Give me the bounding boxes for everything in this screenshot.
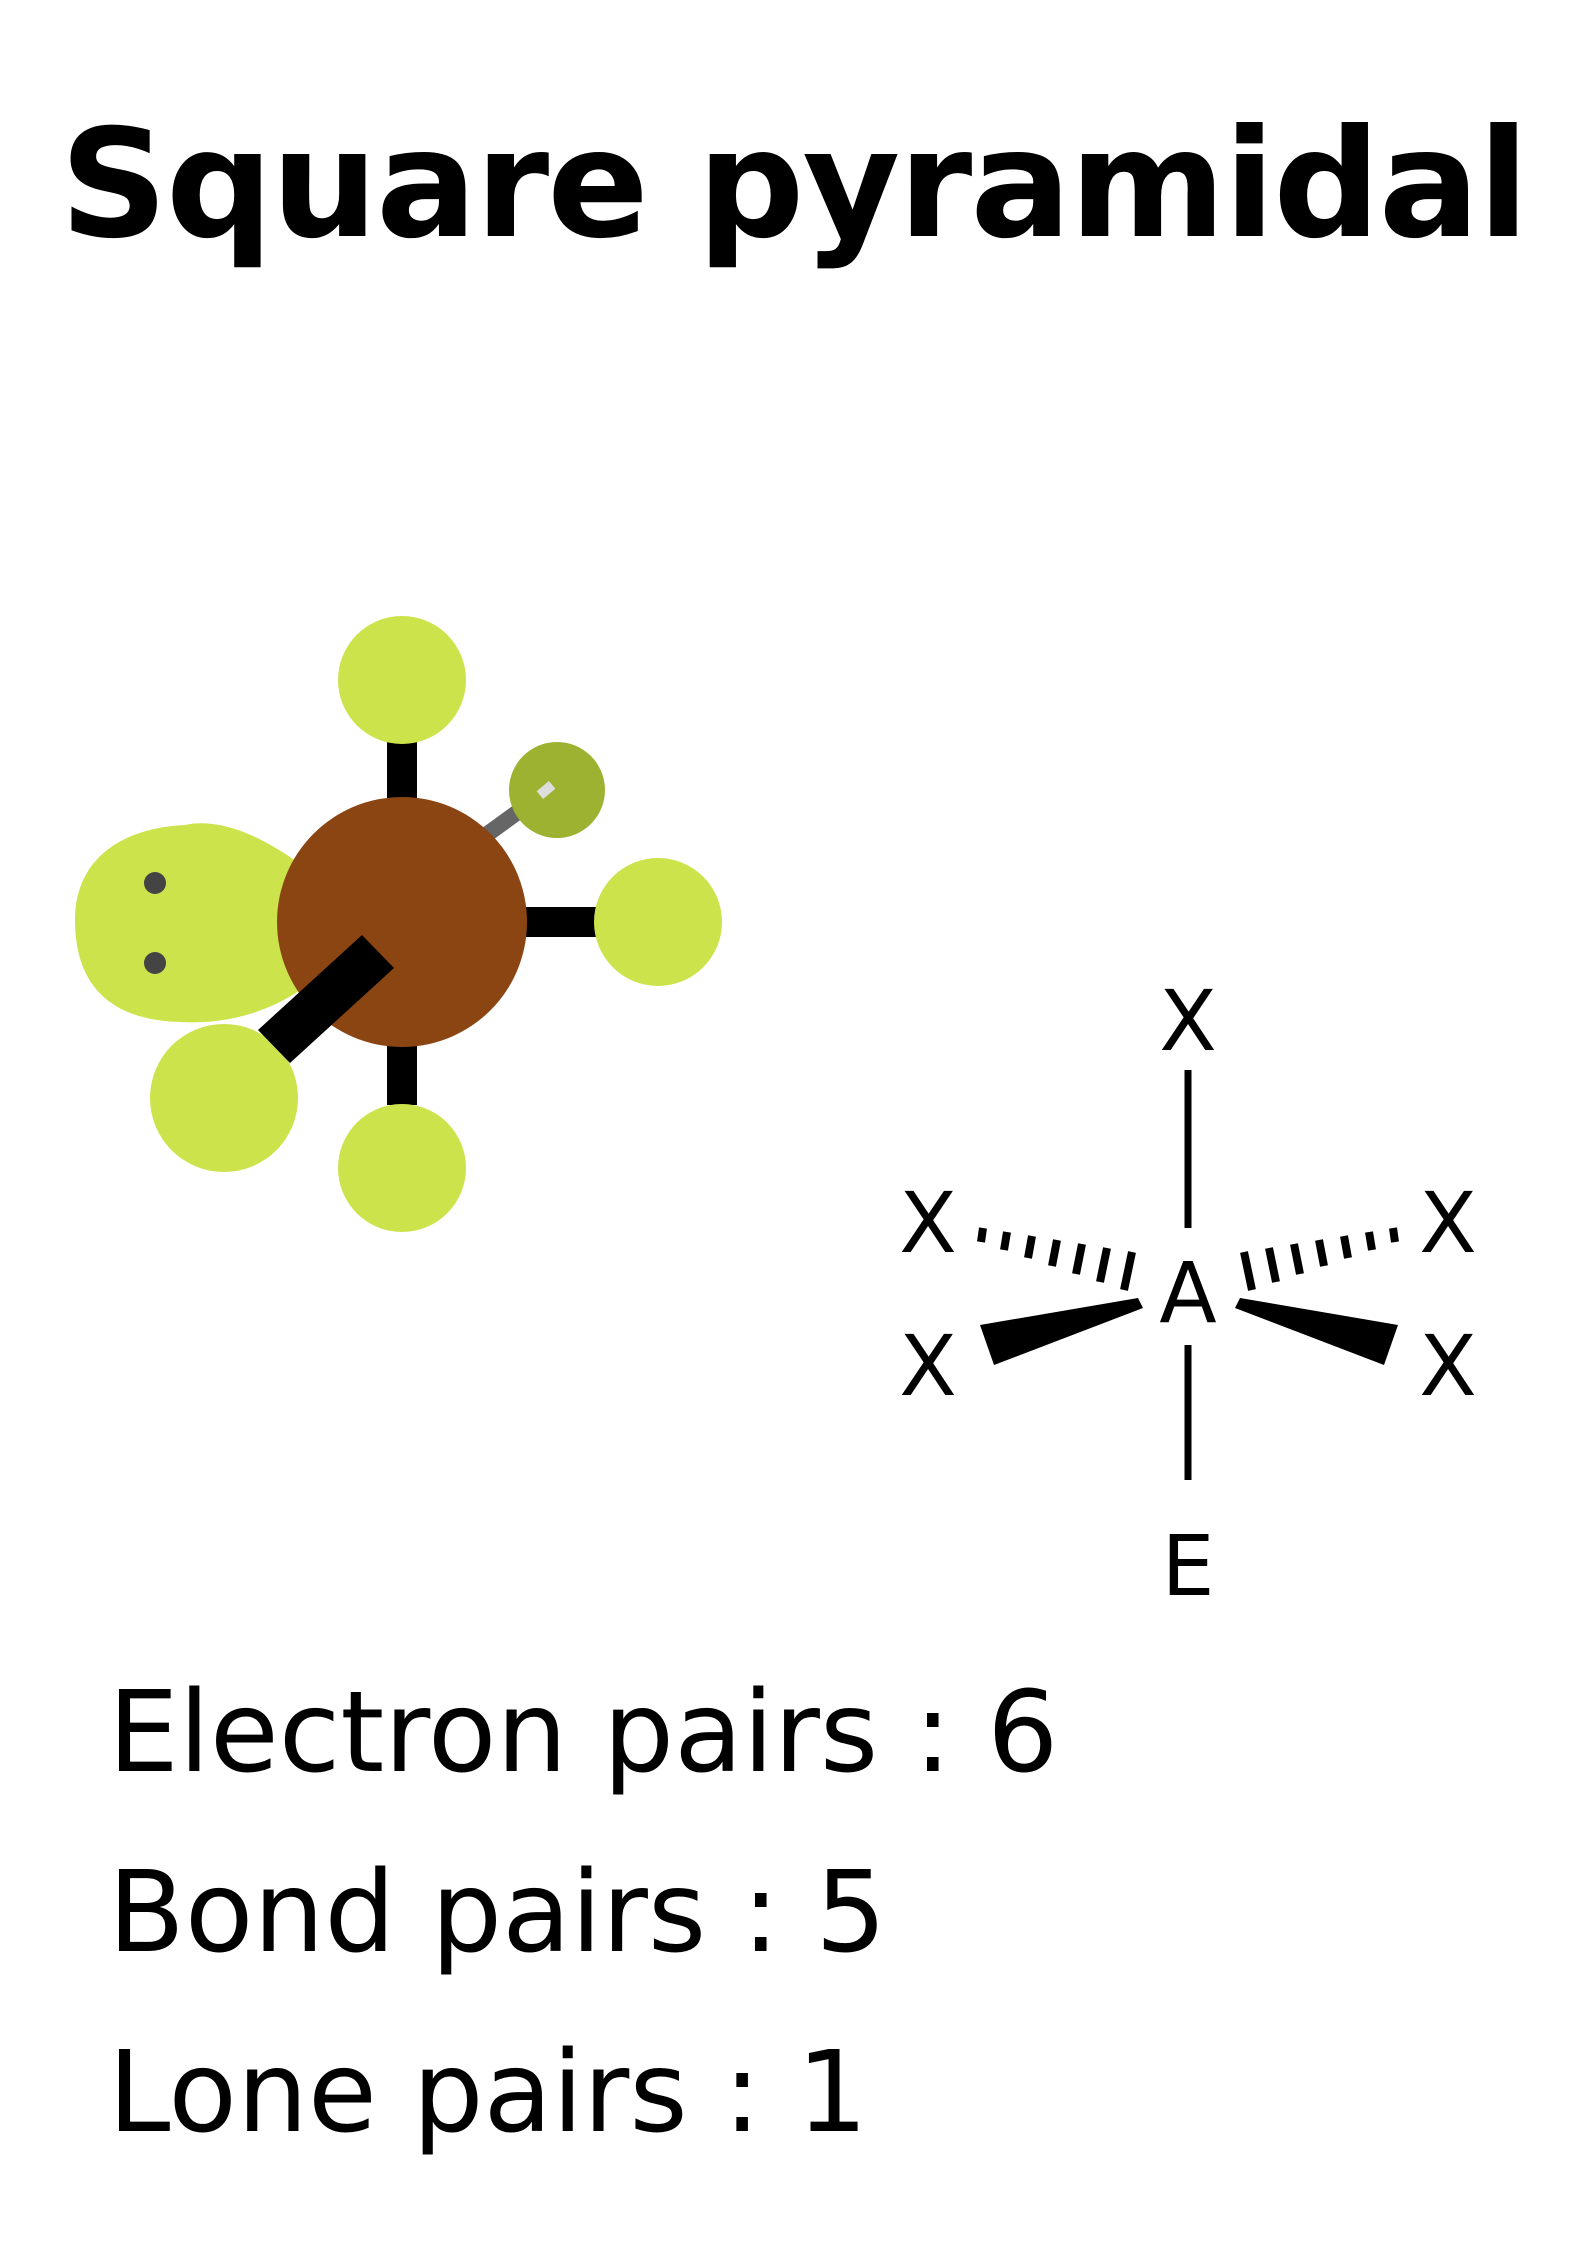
ligand-label-lower-right: X: [1419, 1317, 1477, 1415]
lone-pairs-text: Lone pairs : 1: [108, 2028, 868, 2158]
ligand-label-lower-left: X: [899, 1317, 957, 1415]
bond-pairs-text: Bond pairs : 5: [108, 1848, 887, 1978]
ligand-label-upper-right: X: [1419, 1174, 1477, 1272]
ball-and-stick-model: [75, 616, 722, 1232]
central-atom-label: A: [1159, 1244, 1216, 1342]
structural-formula: X A X X X X E: [899, 972, 1477, 1615]
lone-pair-electron: [144, 872, 166, 894]
back-ligand-atom: [509, 742, 605, 838]
wedge-bond-right: [1235, 1298, 1398, 1365]
ligand-label-top: X: [1159, 972, 1217, 1070]
hashed-bond-right: [1240, 1227, 1399, 1291]
bond-top: [387, 740, 417, 805]
ligand-atom-front: [150, 1024, 298, 1172]
lone-pair-label: E: [1161, 1517, 1214, 1615]
electron-pairs-text: Electron pairs : 6: [108, 1668, 1059, 1798]
hashed-bond-left: [977, 1227, 1136, 1291]
ligand-label-upper-left: X: [899, 1174, 957, 1272]
ligand-atom-right: [594, 858, 722, 986]
bond-front: [258, 935, 394, 1063]
ligand-atom-top: [338, 616, 466, 744]
page-title: Square pyramidal: [59, 98, 1529, 272]
bond-right: [520, 907, 600, 937]
ligand-atom-bottom: [338, 1104, 466, 1232]
lone-pair-lobe: [75, 823, 320, 1023]
wedge-bond-left: [980, 1298, 1143, 1365]
lone-pair-electron: [144, 952, 166, 974]
